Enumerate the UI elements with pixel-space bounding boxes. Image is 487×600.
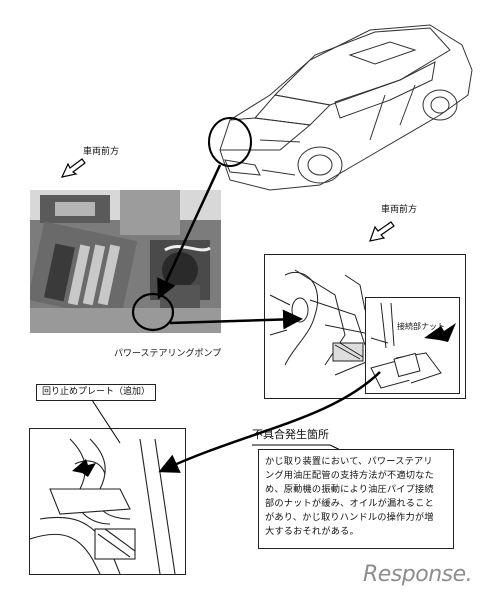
note-line-5: があり、かじ取りハンドルの操作力が増 [265, 512, 434, 523]
note-line-3: め、原動機の振動により油圧パイプ接続 [265, 484, 434, 495]
note-line-6: 大するおそれがある。 [265, 526, 359, 537]
defect-description-box: かじ取り装置において、パワーステアリ ング用油圧配管の支持方法が不適切なた め、… [258, 449, 454, 549]
watermark-brand-text: Response. [363, 562, 473, 587]
car-highlight-circle [208, 117, 252, 167]
direction-arrow-1-icon [60, 158, 86, 178]
nut-closeup-inset [365, 297, 460, 394]
direction-arrow-2-icon [369, 221, 395, 242]
note-line-4: 部のナットが緩み、オイルが漏れること [265, 498, 434, 509]
vehicle-front-label-1: 車両前方 [83, 147, 120, 157]
car-illustration [219, 24, 473, 191]
note-line-1: かじ取り装置において、パワーステアリ [265, 456, 433, 467]
vehicle-front-label-2: 車両前方 [381, 205, 418, 215]
engine-bay-photo [30, 190, 221, 333]
bracket-detail-box [29, 428, 186, 575]
stopper-plate-label: 回り止めプレート（追加） [36, 384, 157, 401]
pump-caption: パワーステアリングポンプ [114, 349, 222, 359]
response-watermark-logo: Response. [363, 562, 473, 587]
defect-location-label: 不具合発生箇所 [252, 428, 329, 441]
plate-leader-line [91, 399, 121, 444]
connection-nut-label: 接続部ナット [397, 322, 445, 331]
pump-highlight-circle [131, 292, 175, 332]
note-line-2: ング用油圧配管の支持方法が不適切なた [265, 470, 434, 481]
